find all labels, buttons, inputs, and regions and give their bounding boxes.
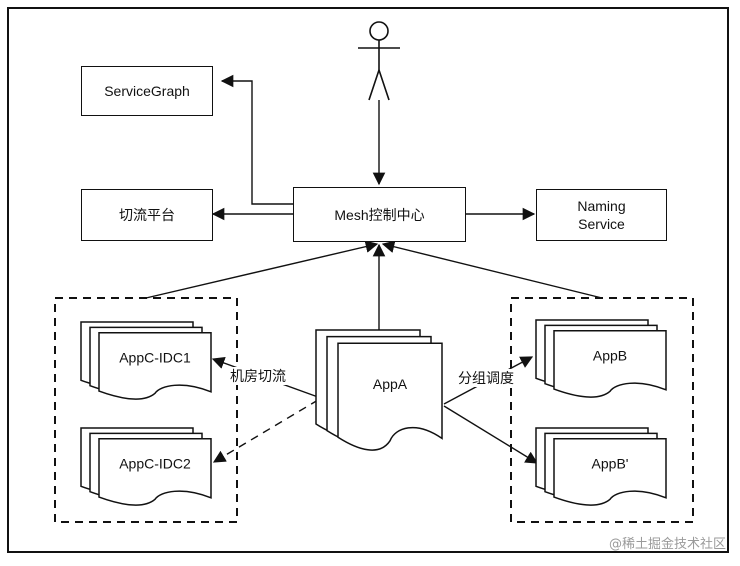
user-actor-icon — [358, 21, 400, 101]
mesh-to-servicegraph-arrow — [220, 74, 293, 205]
datacenter-switch-edge-label: 机房切流 — [228, 367, 288, 385]
appa-node-label: AppA — [373, 376, 408, 392]
appa-node: AppA — [315, 329, 443, 451]
appc-idc2-node-sheet — [98, 438, 212, 506]
switch-platform-label: 切流平台 — [119, 207, 175, 223]
appb-prime-node-sheet — [553, 438, 667, 506]
appc-group-to-mesh-arrow — [145, 240, 379, 299]
watermark: @稀土掘金技术社区 — [608, 537, 726, 552]
appb-node: AppB — [535, 319, 667, 398]
appa-node-sheet — [337, 342, 443, 451]
group-dispatch-edge-label: 分组调度 — [456, 369, 516, 387]
naming-service-label-line1: Naming — [577, 198, 626, 214]
appc-idc2-node: AppC-IDC2 — [80, 427, 212, 506]
servicegraph-label: ServiceGraph — [104, 83, 190, 99]
servicegraph-node: ServiceGraph — [81, 66, 213, 116]
appb-node-sheet — [553, 330, 667, 398]
appa-to-appbprime-arrow — [443, 405, 539, 464]
appb-prime-node: AppB' — [535, 427, 667, 506]
naming-service-node: Naming Service — [536, 189, 667, 241]
appc-idc2-node-label: AppC-IDC2 — [119, 456, 191, 472]
appb-prime-node-label: AppB' — [592, 456, 629, 472]
appa-to-idc2-dashed-arrow — [212, 399, 319, 463]
appc-idc1-node-label: AppC-IDC1 — [119, 350, 191, 366]
mesh-control-center-label: Mesh控制中心 — [334, 206, 425, 223]
diagram-frame — [7, 7, 729, 553]
naming-service-label-line2: Service — [578, 216, 625, 232]
mesh-control-center-node: Mesh控制中心 — [293, 187, 466, 242]
appb-node-label: AppB — [593, 348, 627, 364]
appc-idc1-node-sheet — [98, 332, 212, 400]
appb-group-to-mesh-arrow — [381, 240, 603, 299]
appc-idc1-node: AppC-IDC1 — [80, 321, 212, 400]
switch-platform-node: 切流平台 — [81, 189, 213, 241]
